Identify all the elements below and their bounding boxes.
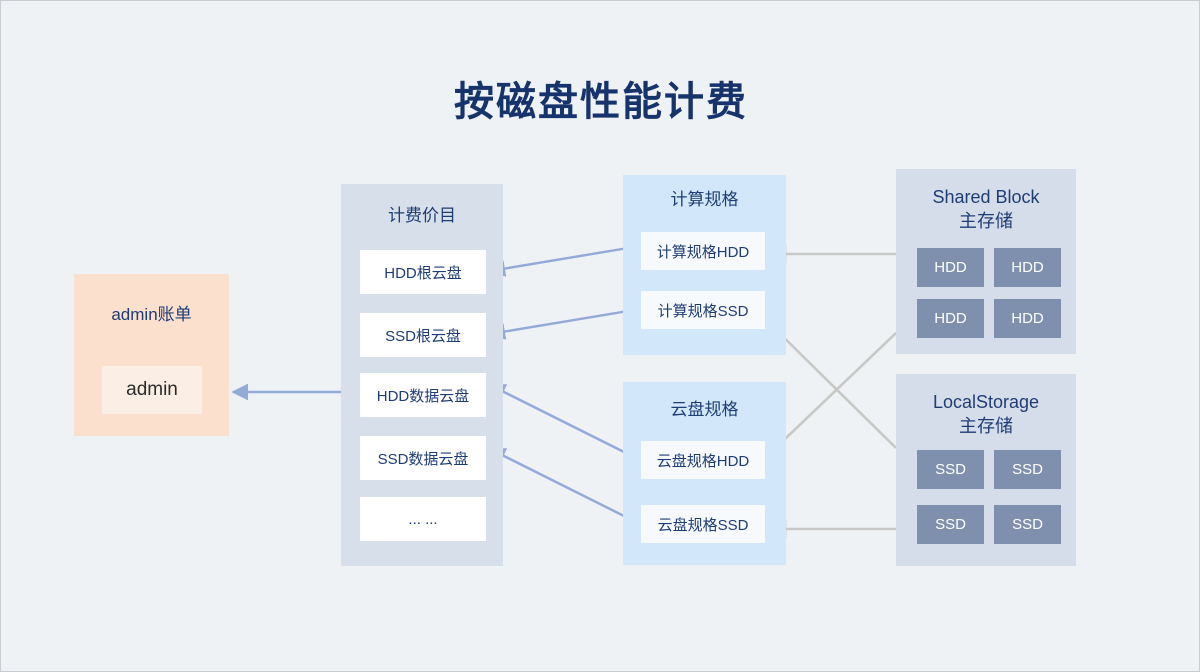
edge-diskhdd-to-hdddata (488, 383, 641, 462)
shared-block-panel-title-line1: Shared Block (932, 187, 1040, 207)
local-storage-tile-ssd-1[interactable]: SSD (917, 450, 984, 489)
compute-spec-panel-title: 计算规格 (670, 190, 739, 209)
edge-computehdd-to-hddroot (488, 244, 641, 277)
shared-block-tile-hdd-3[interactable]: HDD (917, 299, 984, 338)
shared-block-panel-title-line2: 主存储 (959, 211, 1013, 231)
disk-spec-panel: 云盘规格 云盘规格HDD 云盘规格SSD (623, 382, 786, 565)
billing-item-hdd-root[interactable]: HDD根云盘 (360, 250, 486, 294)
billing-panel: 计费价目 HDD根云盘 SSD根云盘 HDD数据云盘 SSD数据云盘 ... .… (341, 184, 503, 566)
local-storage-panel-title-line2: 主存储 (959, 416, 1013, 436)
account-panel-title: admin账单 (111, 305, 192, 324)
account-item-admin[interactable]: admin (102, 366, 202, 414)
shared-block-tile-hdd-1[interactable]: HDD (917, 248, 984, 287)
billing-item-ssd-root[interactable]: SSD根云盘 (360, 313, 486, 357)
billing-item-ssd-data[interactable]: SSD数据云盘 (360, 436, 486, 480)
shared-block-panel: Shared Block 主存储 HDD HDD HDD HDD (896, 169, 1076, 354)
disk-spec-item-hdd[interactable]: 云盘规格HDD (641, 441, 765, 479)
shared-block-tile-hdd-2[interactable]: HDD (994, 248, 1061, 287)
local-storage-tile-ssd-2[interactable]: SSD (994, 450, 1061, 489)
billing-item-hdd-data[interactable]: HDD数据云盘 (360, 373, 486, 417)
compute-spec-panel: 计算规格 计算规格HDD 计算规格SSD (623, 175, 786, 355)
compute-spec-item-hdd[interactable]: 计算规格HDD (641, 232, 765, 270)
local-storage-panel-title-line1: LocalStorage (932, 392, 1040, 412)
compute-spec-item-ssd[interactable]: 计算规格SSD (641, 291, 765, 329)
local-storage-panel: LocalStorage 主存储 SSD SSD SSD SSD (896, 374, 1076, 566)
shared-block-tile-hdd-4[interactable]: HDD (994, 299, 1061, 338)
disk-spec-item-ssd[interactable]: 云盘规格SSD (641, 505, 765, 543)
disk-spec-panel-title: 云盘规格 (670, 400, 739, 419)
billing-item-more[interactable]: ... ... (360, 497, 486, 541)
edge-computessd-to-ssdroot (488, 307, 641, 340)
page-title: 按磁盘性能计费 (454, 80, 748, 124)
local-storage-tile-ssd-4[interactable]: SSD (994, 505, 1061, 544)
edge-diskssd-to-ssddata (488, 447, 641, 526)
account-panel: admin账单 admin (74, 274, 229, 436)
local-storage-tile-ssd-3[interactable]: SSD (917, 505, 984, 544)
billing-panel-title: 计费价目 (388, 206, 456, 225)
